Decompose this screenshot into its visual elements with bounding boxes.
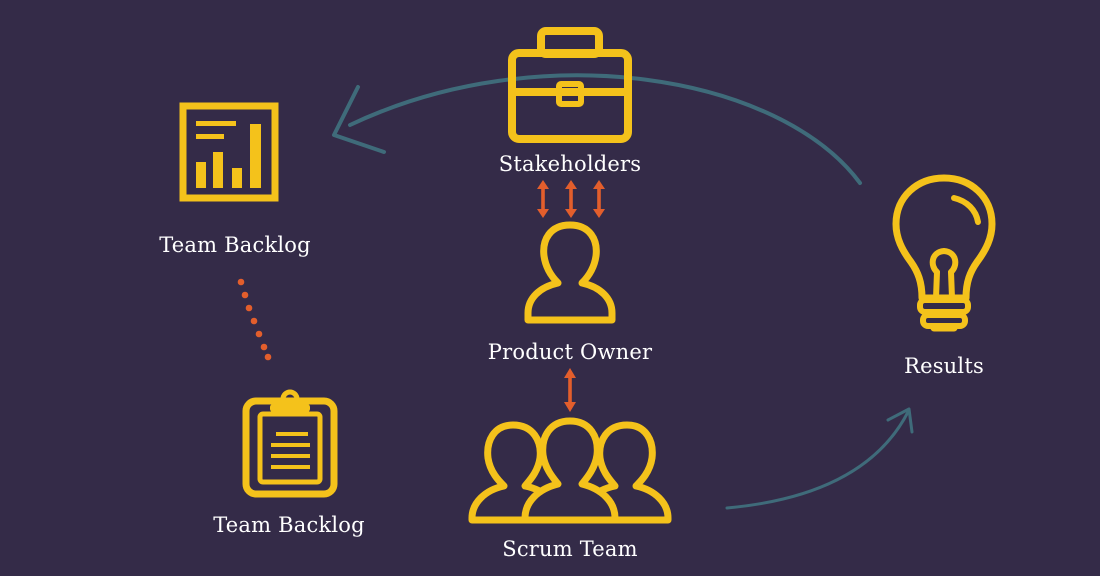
results-label: Results [904,354,984,378]
team-backlog-top-label: Team Backlog [159,233,311,257]
product-owner-label: Product Owner [487,340,653,364]
briefcase-icon [508,27,632,143]
group-icon [468,417,672,524]
backlog-dotted-connector [237,278,272,361]
results-arrow [725,407,914,510]
feedback-arrow [332,73,862,185]
team-backlog-bottom-label: Team Backlog [213,513,365,537]
stakeholders-label: Stakeholders [498,152,642,176]
po-team-arrow [564,368,576,412]
stakeholder-po-arrows [537,180,605,218]
person-icon [524,221,616,324]
clipboard-icon [242,389,338,498]
scrum-team-label: Scrum Team [502,537,638,561]
lightbulb-icon [892,174,996,332]
bar-chart-icon [179,102,279,202]
